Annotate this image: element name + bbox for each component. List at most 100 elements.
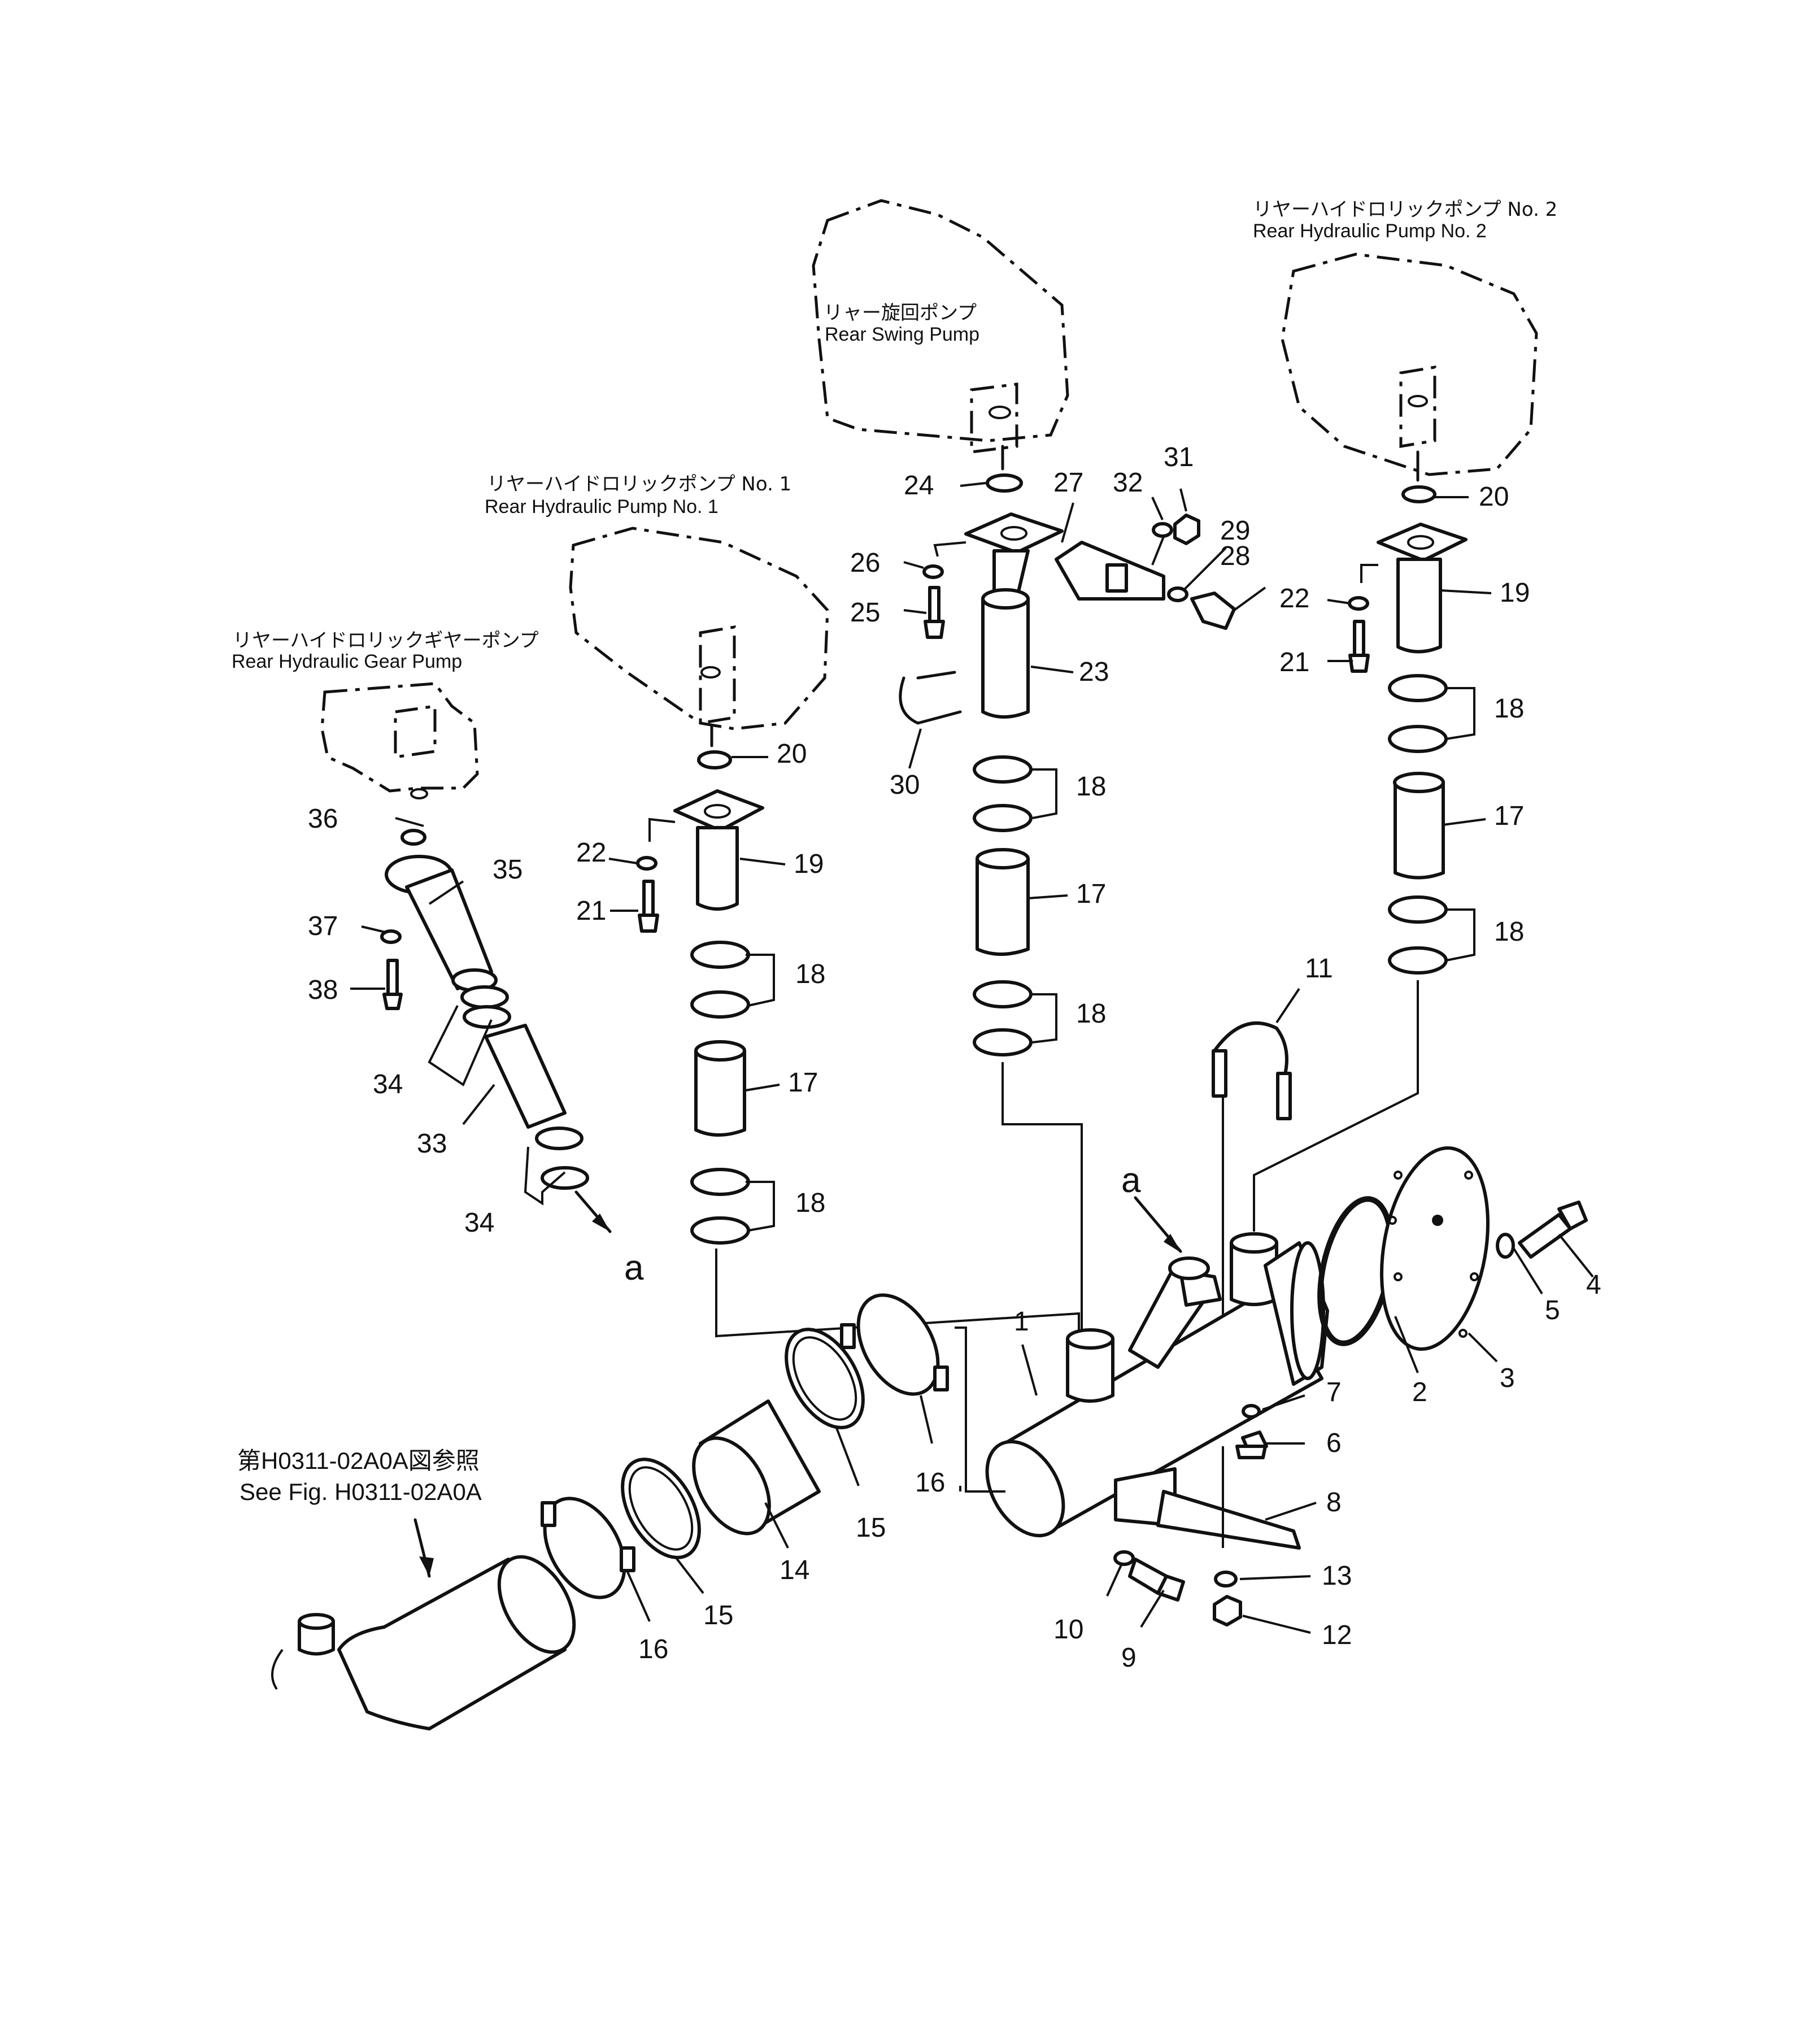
callout-37: 37 (308, 911, 338, 941)
clamp-34b (463, 1005, 511, 1029)
connection-letter-a-right: a (1121, 1161, 1141, 1200)
callout-15a: 15 (703, 1601, 733, 1630)
o-ring-20a (697, 750, 732, 769)
washer-29 (1167, 586, 1188, 602)
callout-19b: 19 (1500, 578, 1530, 608)
callout-26: 26 (850, 548, 880, 578)
gear-pump-label-jp: リヤーハイドロリックギヤーポンプ (233, 629, 539, 652)
pump-no2-label-en: Rear Hydraulic Pump No. 2 (1253, 220, 1487, 242)
callout-9: 9 (1121, 1643, 1137, 1673)
callout-18a: 18 (795, 959, 825, 989)
nut-12 (1213, 1595, 1242, 1626)
hose-11 (1212, 1021, 1292, 1356)
seal-ring-15b (785, 1328, 865, 1429)
callout-36: 36 (308, 804, 338, 834)
callout-16b: 16 (915, 1468, 945, 1498)
clamp-34c (535, 1127, 584, 1150)
clamp-18l (1388, 946, 1448, 975)
callout-18c: 18 (1076, 772, 1106, 802)
flange-19b (1377, 523, 1468, 562)
clamp-18i (1388, 674, 1448, 702)
callout-13: 13 (1322, 1561, 1352, 1591)
callout-21b: 21 (1279, 647, 1309, 677)
callout-4: 4 (1586, 1270, 1601, 1300)
callout-38: 38 (308, 975, 338, 1005)
callout-5: 5 (1545, 1295, 1560, 1325)
callout-30: 30 (890, 770, 920, 800)
callout-25: 25 (850, 598, 880, 628)
callout-31: 31 (1164, 442, 1194, 472)
callout-11: 11 (1305, 954, 1333, 984)
clamp-18h (973, 1028, 1033, 1056)
callout-numbers: 1 2 3 4 5 6 7 8 9 10 11 12 13 14 15 15 1… (308, 442, 1601, 1673)
elbow-23 (981, 597, 1030, 719)
gear-pump-label-en: Rear Hydraulic Gear Pump (232, 651, 462, 672)
clamp-18a (690, 941, 750, 969)
callout-34b: 34 (464, 1208, 494, 1238)
clamp-18e (973, 755, 1033, 784)
clamp-18d (690, 1216, 750, 1245)
callout-19a: 19 (794, 849, 824, 879)
washer-22a (636, 856, 657, 871)
cover-plate-3 (1380, 1146, 1490, 1351)
clamp-18f (973, 804, 1033, 832)
clamp-18k (1388, 895, 1448, 924)
clamp-18b (690, 990, 750, 1019)
pump-no1-line-parts (636, 724, 1080, 1367)
sleeve-14 (692, 1399, 821, 1536)
callout-17a: 17 (788, 1068, 818, 1098)
bolt-21b (1353, 620, 1365, 657)
callout-24: 24 (904, 471, 934, 501)
callout-14: 14 (780, 1555, 809, 1585)
gear-pump-line-parts (380, 829, 612, 1233)
callout-18f: 18 (1494, 917, 1524, 947)
inlet-clamp-16b (840, 1293, 1005, 1493)
bolt-37 (386, 959, 399, 996)
figure-reference-jp: 第H0311-02A0A図参照 (237, 1447, 480, 1474)
callout-18e: 18 (1494, 694, 1524, 724)
callout-6: 6 (1326, 1428, 1342, 1458)
callout-17b: 17 (1076, 879, 1106, 909)
callout-22b: 22 (1279, 584, 1309, 614)
callout-23: 23 (1079, 657, 1109, 687)
bracket-8 (1114, 1446, 1301, 1550)
callout-17c: 17 (1494, 801, 1524, 831)
callout-3: 3 (1500, 1363, 1515, 1393)
bolt-28 (1190, 592, 1236, 630)
nut-31 (1173, 514, 1200, 545)
swing-pump-label-jp: リャー旋回ポンプ (824, 302, 977, 324)
callout-20b: 20 (1479, 482, 1509, 512)
washer-13 (1214, 1571, 1238, 1588)
o-ring-20b (1401, 485, 1436, 503)
pump-no1-label-en: Rear Hydraulic Pump No. 1 (485, 496, 719, 517)
clamp-18c (690, 1168, 750, 1196)
bolt-4 (1518, 1213, 1572, 1259)
callout-34a: 34 (373, 1069, 403, 1099)
swing-pump-label-en: Rear Swing Pump (825, 324, 979, 345)
callout-27: 27 (1053, 468, 1083, 498)
callout-16a: 16 (638, 1634, 668, 1664)
washer-26 (922, 564, 944, 579)
callout-35: 35 (493, 855, 522, 885)
connection-letter-a-left: a (624, 1249, 644, 1288)
callout-21a: 21 (576, 896, 606, 926)
callout-15b: 15 (856, 1513, 886, 1543)
flange-19a (673, 789, 764, 832)
gear-pump-housing (320, 682, 479, 799)
clip-30 (899, 671, 962, 725)
pump-no1-housing (569, 527, 829, 730)
callout-7: 7 (1326, 1377, 1342, 1407)
callout-29: 29 (1220, 516, 1250, 546)
callout-18d: 18 (1076, 999, 1106, 1029)
hose-17c (1394, 781, 1445, 880)
clamp-18g (973, 980, 1033, 1008)
leader-lines (350, 482, 1594, 1634)
swing-pump-line-parts (899, 445, 1236, 1347)
bolt-21a (642, 880, 655, 917)
washer-32 (1152, 522, 1173, 538)
tube-19a (696, 826, 739, 911)
callout-2: 2 (1412, 1377, 1427, 1407)
tube-19b (1396, 558, 1442, 654)
figure-reference-en: See Fig. H0311-02A0A (240, 1478, 482, 1505)
